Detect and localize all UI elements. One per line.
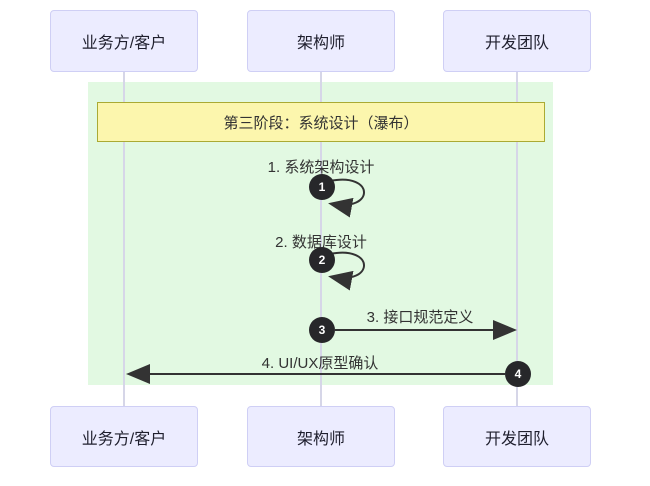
sequence-number-4: 4 (505, 361, 531, 387)
actor-label: 架构师 (296, 35, 345, 52)
phase-note-label: 第三阶段：系统设计（瀑布） (223, 114, 419, 132)
phase-note: 第三阶段：系统设计（瀑布） (97, 102, 545, 142)
actor-label: 业务方/客户 (81, 35, 167, 52)
actor-label: 业务方/客户 (81, 430, 167, 448)
sequence-number-1: 1 (309, 174, 335, 200)
actor-top-devteam: 开发团队 (443, 10, 591, 72)
message-label-4: 4. UI/UX原型确认 (261, 355, 379, 372)
self-loop-arrow-2 (328, 251, 365, 291)
actor-top-architect: 架构师 (247, 10, 395, 72)
actor-label: 架构师 (296, 430, 345, 448)
sequence-number-2: 2 (309, 247, 335, 273)
actor-top-business: 业务方/客户 (50, 10, 198, 72)
message-label-1: 1. 系统架构设计 (267, 159, 375, 176)
actor-bottom-devteam: 开发团队 (443, 406, 591, 467)
actor-label: 开发团队 (484, 430, 549, 448)
actor-label: 开发团队 (484, 35, 549, 52)
message-label-3: 3. 接口规范定义 (366, 309, 474, 326)
actor-bottom-architect: 架构师 (247, 406, 395, 467)
message-label-2: 2. 数据库设计 (275, 234, 367, 251)
sequence-number-3: 3 (309, 317, 335, 343)
actor-bottom-business: 业务方/客户 (50, 406, 198, 467)
self-loop-arrow-1 (328, 178, 365, 218)
